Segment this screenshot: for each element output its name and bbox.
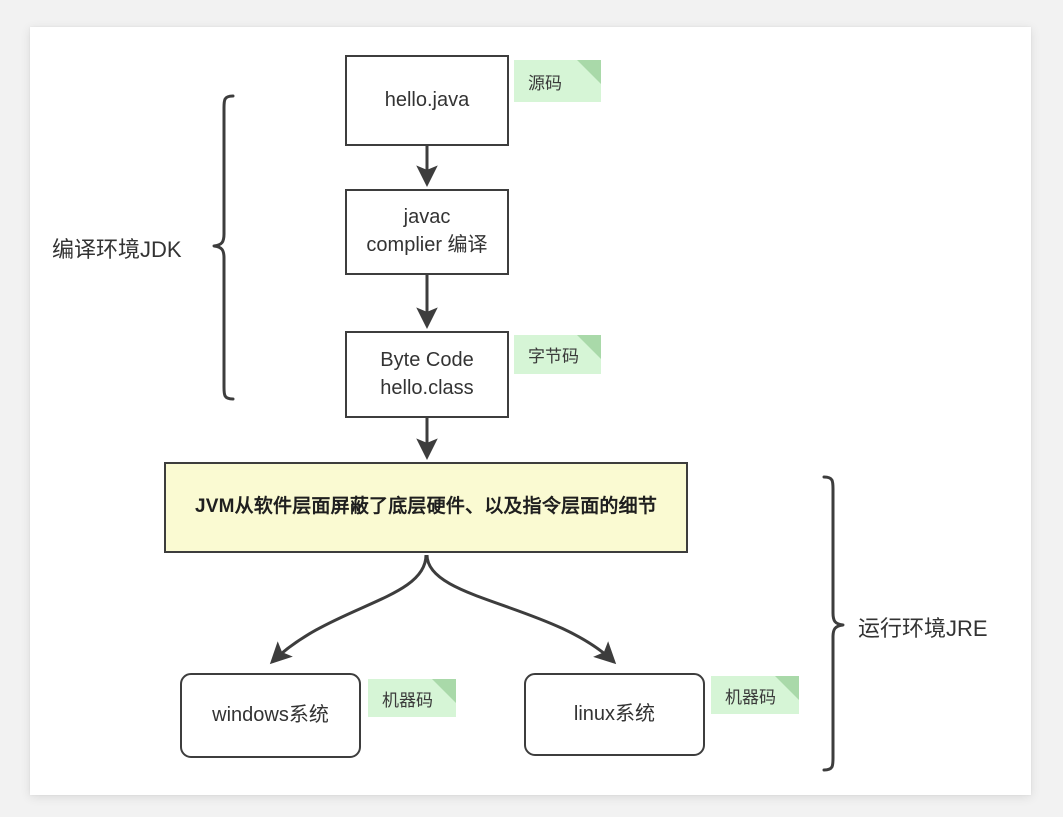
note-fold-corner-icon: [432, 679, 456, 703]
node-hello-java[interactable]: hello.java: [345, 55, 509, 146]
note-machine-code-windows: 机器码: [368, 679, 456, 717]
note-fold-corner-icon: [577, 335, 601, 359]
group-label-compile-env: 编译环境JDK: [52, 237, 182, 262]
note-byte-code: 字节码: [514, 335, 601, 374]
node-jvm[interactable]: JVM从软件层面屏蔽了底层硬件、以及指令层面的细节: [164, 462, 688, 553]
note-machine-code-linux: 机器码: [711, 676, 799, 714]
diagram-card: [30, 27, 1031, 795]
note-source-code: 源码: [514, 60, 601, 102]
group-label-runtime-env: 运行环境JRE: [858, 616, 988, 641]
node-byte-code[interactable]: Byte Code hello.class: [345, 331, 509, 418]
note-fold-corner-icon: [577, 60, 601, 84]
note-machine-code-windows-label: 机器码: [382, 690, 433, 710]
node-javac-compiler[interactable]: javac complier 编译: [345, 189, 509, 275]
node-windows-os[interactable]: windows系统: [180, 673, 361, 758]
note-source-code-label: 源码: [528, 73, 562, 93]
node-linux-os[interactable]: linux系统: [524, 673, 705, 756]
note-fold-corner-icon: [775, 676, 799, 700]
note-machine-code-linux-label: 机器码: [725, 687, 776, 707]
note-byte-code-label: 字节码: [528, 347, 579, 366]
